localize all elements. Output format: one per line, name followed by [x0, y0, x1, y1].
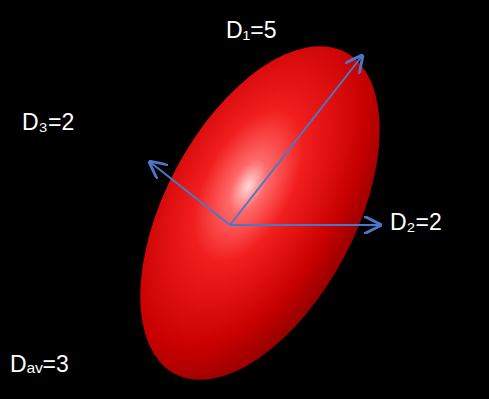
axis-label: D₂=2 [390, 210, 442, 235]
axis-arrow [150, 162, 230, 225]
axis-arrow [230, 56, 362, 225]
axis-arrow [230, 224, 380, 226]
axis-label: D₁=5 [226, 18, 277, 43]
axis-label: D₃=2 [22, 110, 74, 135]
average-label: Dₐᵥ=3 [10, 352, 69, 377]
ellipsoid [91, 8, 430, 399]
